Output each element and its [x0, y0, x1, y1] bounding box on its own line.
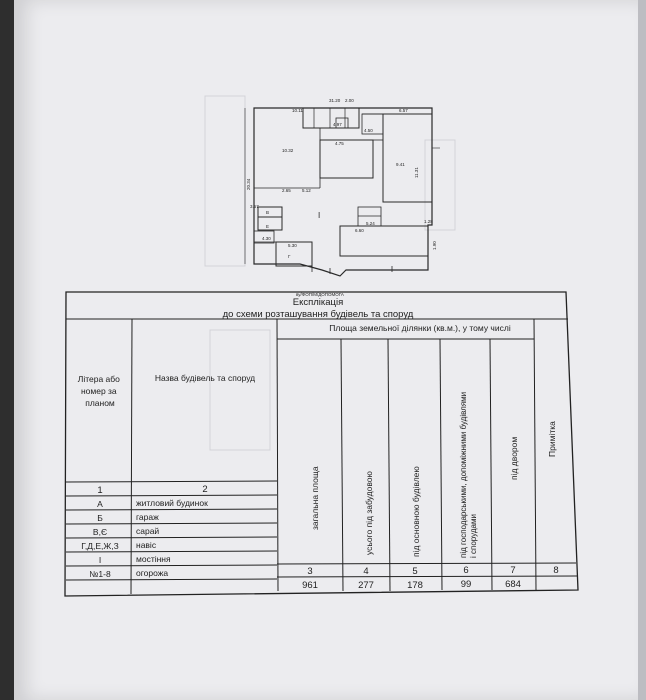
dim-b8: 4.30: [262, 236, 271, 241]
dim-top: 31.20: [329, 98, 341, 103]
dim-top-right: 2.00: [345, 98, 354, 103]
header-area-group: Площа земельної ділянки (кв.м.), у тому …: [329, 323, 511, 333]
num-col-7: 7: [510, 565, 515, 576]
row-1-litera: А: [97, 499, 103, 509]
row-5-litera: І: [99, 555, 101, 565]
row-2-nazva: гараж: [136, 512, 159, 522]
row-4-nazva: навіс: [136, 540, 157, 550]
dim-c2: 4.50: [364, 128, 373, 133]
header-litera-line2: номер за: [81, 386, 117, 396]
explication-table: [64, 291, 579, 597]
row-6-nazva: огорожа: [136, 568, 168, 578]
dim-c1: 4.97: [333, 122, 342, 127]
header-pid-gosp-l1: під господарськими, допоміжними будівлям…: [459, 392, 468, 558]
bottom-long-building: [339, 225, 429, 257]
num-col-2: 2: [202, 484, 207, 495]
dim-right-upper: 6.57: [399, 108, 408, 113]
header-pid-zabud: усього під забудовою: [364, 471, 374, 555]
photo-dark-edge: [0, 0, 14, 700]
dim-b3: 4.75: [335, 141, 344, 146]
plot-boundary: [253, 107, 433, 277]
table-subtitle: до схеми розташування будівель та споруд: [223, 309, 414, 320]
total-pid-dvor: 684: [505, 579, 521, 590]
row-4-litera: Г,Д,Е,Ж,З: [81, 541, 118, 551]
header-litera-line1: Літера або: [78, 374, 120, 384]
table-title: Експлікація: [293, 297, 344, 308]
dim-top-left-small: 10.11: [292, 108, 303, 113]
row-5-nazva: мостіння: [136, 554, 171, 564]
header-prym: Примітка: [547, 421, 557, 457]
num-col-5: 5: [412, 566, 417, 577]
dim-c3: 6.60: [355, 228, 364, 233]
dim-left-height: 20.34: [246, 178, 251, 190]
right-building: [382, 113, 433, 203]
header-litera-line3: планом: [85, 398, 115, 408]
stamp-text: ву/ФОП/М/ДОПОМОГА: [296, 292, 344, 297]
dim-b2: 5.12: [302, 188, 311, 193]
num-col-3: 3: [307, 566, 312, 577]
label-shed-g: Г: [288, 254, 291, 259]
dim-b9: 3.57: [250, 204, 259, 209]
header-pid-gosp-l2: і спорудами: [469, 514, 478, 558]
label-shed-e: Е: [266, 224, 269, 229]
shed-v: [257, 206, 283, 218]
total-pid-osnov: 178: [407, 580, 423, 591]
dim-b4: 5.24: [366, 221, 375, 226]
label-center: I: [318, 211, 320, 220]
num-col-4: 4: [363, 566, 368, 577]
num-col-1: 1: [97, 485, 102, 496]
photo-right-edge: [638, 0, 646, 700]
total-zagalna: 961: [302, 580, 318, 591]
shed-e: [257, 216, 283, 231]
row-1-nazva: житловий будинок: [136, 498, 208, 508]
dim-b7: 5.30: [288, 243, 297, 248]
site-plan: [244, 107, 440, 277]
garage-block: [275, 241, 313, 267]
header-litera: Літера або номер за планом: [78, 374, 123, 408]
label-left-block: 10.32: [282, 148, 294, 153]
row-6-litera: №1-8: [89, 569, 111, 579]
header-zagalna: загальна площа: [310, 466, 320, 530]
header-pid-gosp-rotated: під господарськими, допоміжними будівлям…: [459, 392, 478, 558]
label-right-block: 9.41: [396, 162, 405, 167]
dim-b1: 2.65: [282, 188, 291, 193]
dim-b6: 1.90: [432, 241, 437, 250]
row-3-nazva: сарай: [136, 526, 159, 536]
label-shed-v: В: [266, 210, 269, 215]
num-col-6: 6: [463, 565, 468, 576]
total-pid-zabud: 277: [358, 580, 374, 591]
house-block: [302, 107, 360, 129]
central-block: [319, 139, 374, 179]
dim-b5: 1.28: [424, 219, 433, 224]
header-pid-dvor: під двором: [509, 437, 519, 480]
header-pid-osnov: під основною будівлею: [411, 466, 421, 557]
header-nazva: Назва будівель та споруд: [155, 373, 255, 383]
row-2-litera: Б: [97, 513, 103, 523]
num-col-8: 8: [553, 565, 558, 576]
dim-right-mid: 11.31: [414, 167, 419, 178]
row-3-litera: В,Є: [93, 527, 107, 537]
total-pid-gosp: 99: [461, 579, 472, 590]
